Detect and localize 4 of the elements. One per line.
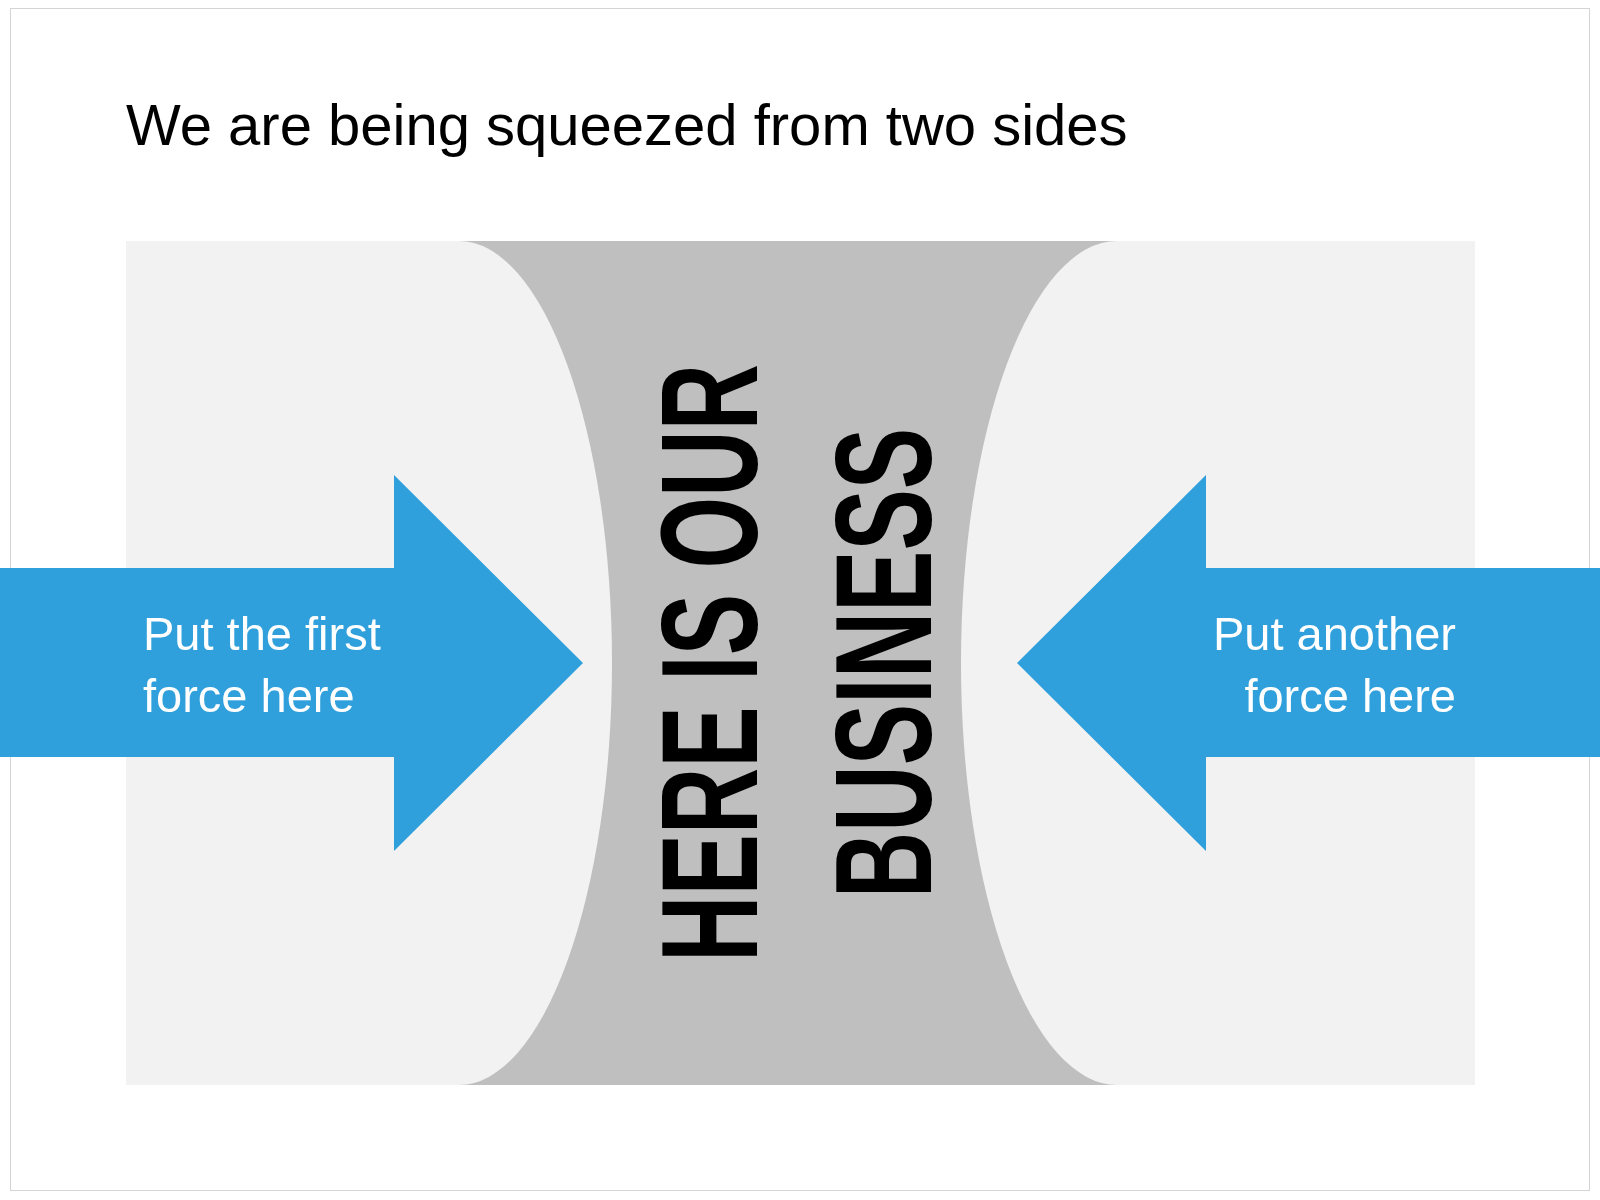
rotated-heading: HERE IS OUR BUSINESS xyxy=(631,362,961,965)
arrow-label: Put another force here xyxy=(1212,606,1456,724)
slide-title: We are being squeezed from two sides xyxy=(126,91,1128,159)
arrow-label: Put the first force here xyxy=(143,606,382,724)
